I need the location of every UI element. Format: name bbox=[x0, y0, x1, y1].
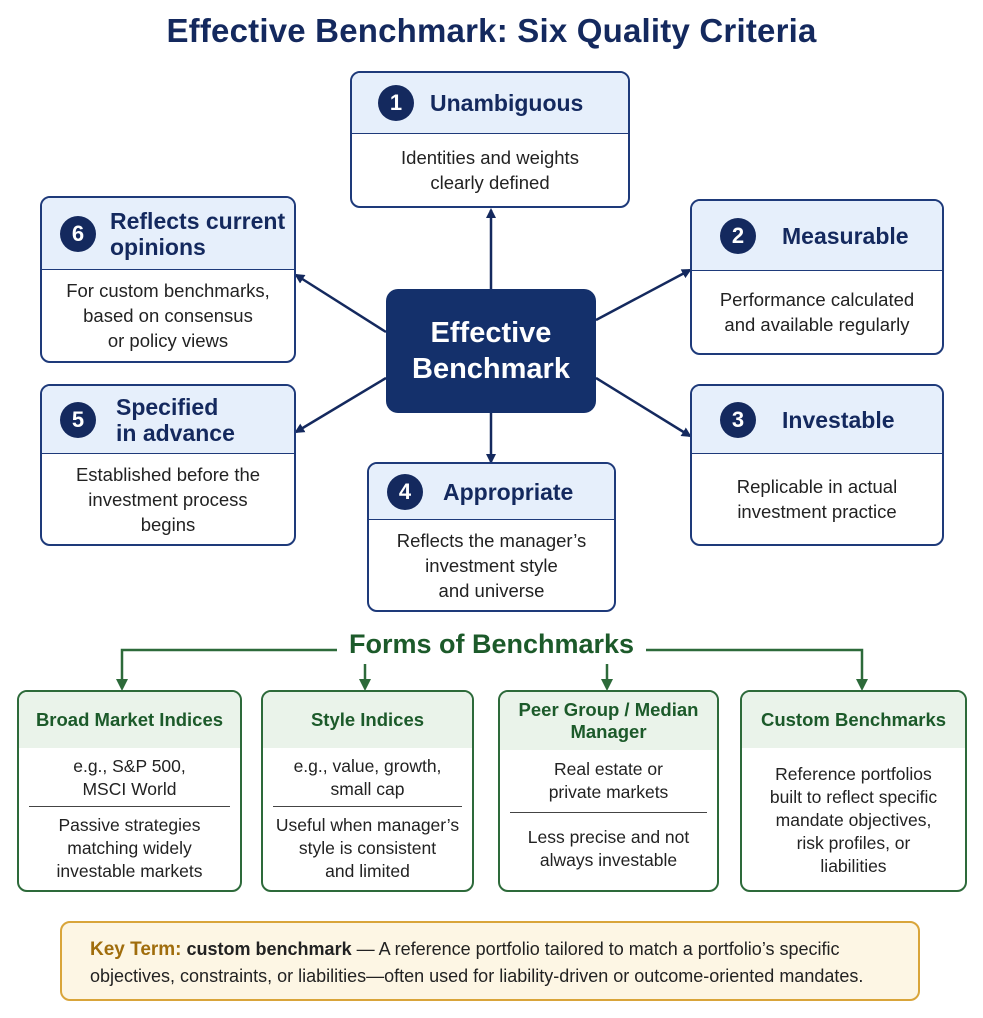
arrow-to-specified bbox=[294, 376, 387, 434]
form-card-custom-benchmarks: Custom Benchmarks Reference portfolios b… bbox=[740, 690, 967, 892]
form-card-peer-group-median-manager: Peer Group / Median Manager Real estate … bbox=[498, 690, 719, 892]
criterion-description: For custom benchmarks, based on consensu… bbox=[66, 280, 270, 351]
form-card-title: Style Indices bbox=[263, 692, 472, 748]
forms-connector-left bbox=[116, 648, 337, 691]
form-card-description: Passive strategies matching widely inves… bbox=[56, 814, 203, 881]
criterion-card-specified-in-advance: 5 Specified in advance Established befor… bbox=[40, 384, 296, 546]
form-card-title: Broad Market Indices bbox=[19, 692, 240, 748]
key-term-label: Key Term: bbox=[90, 939, 182, 960]
key-term-definition: A reference portfolio tailored to match … bbox=[90, 939, 864, 986]
arrow-to-investable bbox=[595, 376, 692, 438]
forms-section-title: Forms of Benchmarks bbox=[0, 629, 983, 660]
criterion-card-reflects-current-opinions: 6 Reflects current opinions For custom b… bbox=[40, 196, 296, 363]
form-card-divider bbox=[273, 806, 462, 807]
form-card-title: Peer Group / Median Manager bbox=[500, 692, 717, 750]
criterion-description: Reflects the manager’s investment style … bbox=[396, 529, 587, 601]
forms-title-text: Forms of Benchmarks bbox=[336, 629, 647, 659]
form-card-description: Less precise and not always investable bbox=[527, 827, 690, 870]
criterion-title: Investable bbox=[782, 406, 895, 433]
criterion-title: Reflects current opinions bbox=[110, 207, 286, 260]
criterion-number-badge: 1 bbox=[378, 85, 414, 121]
criterion-number-badge: 3 bbox=[720, 401, 756, 438]
form-card-example: e.g., S&P 500, MSCI World bbox=[73, 756, 186, 799]
key-term-callout: Key Term: custom benchmark — A reference… bbox=[60, 921, 920, 1001]
criterion-number-badge: 4 bbox=[387, 473, 423, 510]
form-card-example: e.g., value, growth, small cap bbox=[293, 756, 442, 799]
form-card-description: Reference portfolios built to reflect sp… bbox=[769, 763, 938, 876]
center-node-effective-benchmark: Effective Benchmark bbox=[386, 289, 596, 413]
forms-connector-right bbox=[642, 648, 868, 691]
page-title: Effective Benchmark: Six Quality Criteri… bbox=[166, 12, 817, 49]
key-term-term: custom benchmark bbox=[186, 939, 352, 959]
criterion-title: Unambiguous bbox=[430, 90, 584, 116]
criterion-card-measurable: 2 Measurable Performance calculated and … bbox=[690, 199, 944, 355]
form-card-title: Custom Benchmarks bbox=[742, 692, 965, 748]
criterion-card-unambiguous: 1 Unambiguous Identities and weights cle… bbox=[350, 71, 630, 208]
criterion-number-badge: 5 bbox=[60, 401, 96, 438]
arrow-to-reflects bbox=[294, 273, 387, 334]
form-card-style-indices: Style Indices e.g., value, growth, small… bbox=[261, 690, 474, 892]
criterion-title: Measurable bbox=[782, 222, 909, 249]
criterion-title: Appropriate bbox=[443, 478, 574, 505]
criterion-description: Performance calculated and available reg… bbox=[719, 289, 915, 335]
form-card-broad-market-indices: Broad Market Indices e.g., S&P 500, MSCI… bbox=[17, 690, 242, 892]
arrow-to-measurable bbox=[595, 268, 692, 322]
criterion-number-badge: 2 bbox=[720, 217, 756, 254]
criterion-card-appropriate: 4 Appropriate Reflects the manager’s inv… bbox=[367, 462, 616, 612]
key-term-separator: — bbox=[351, 939, 379, 959]
criterion-number-badge: 6 bbox=[60, 215, 96, 252]
criterion-description: Established before the investment proces… bbox=[75, 463, 261, 535]
criterion-description: Replicable in actual investment practice bbox=[736, 476, 898, 522]
criterion-title: Specified in advance bbox=[116, 393, 235, 446]
criterion-card-investable: 3 Investable Replicable in actual invest… bbox=[690, 384, 944, 546]
form-card-divider bbox=[510, 812, 707, 813]
form-card-example: Real estate or private markets bbox=[548, 759, 669, 802]
criterion-description: Identities and weights clearly defined bbox=[401, 147, 579, 193]
form-card-divider bbox=[29, 806, 230, 807]
form-card-description: Useful when manager’s style is consisten… bbox=[275, 814, 460, 881]
